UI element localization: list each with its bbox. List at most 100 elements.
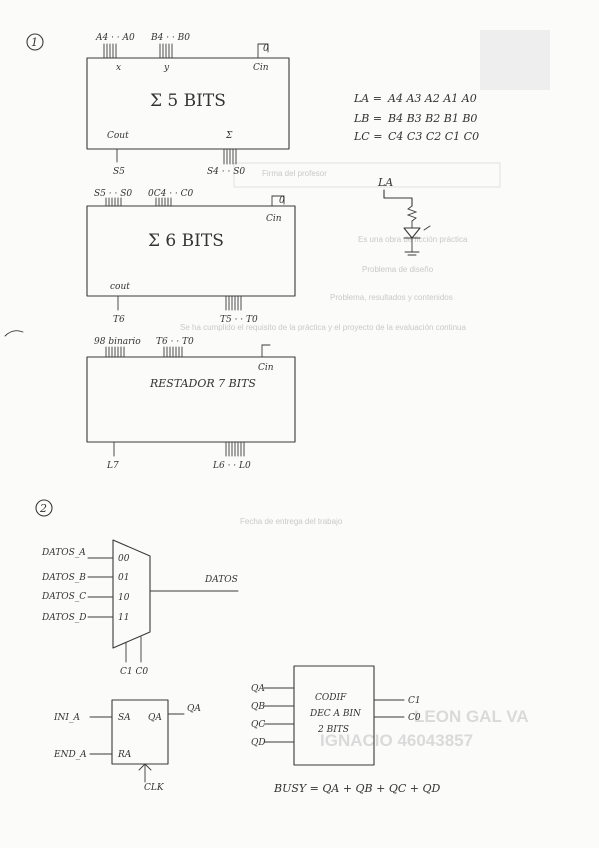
subtractor-in-bin-label: 98 binario [94, 337, 141, 347]
subtractor-cin-wire [261, 344, 271, 358]
section1-number: 1 [26, 33, 44, 51]
adder6-out-t6: T6 [113, 315, 125, 325]
ghost-name2: IGNACIO 46043857 [320, 731, 473, 750]
adder6-box [86, 205, 296, 297]
mux-code-00: 00 [118, 554, 130, 564]
subtractor-in-t-label: T6 · · T0 [156, 337, 194, 347]
encoder-output-c0: C0 [408, 713, 421, 723]
adder6-cin-wire [271, 195, 285, 207]
sr-clk-arrow-icon [138, 763, 152, 771]
mux-code-01: 01 [118, 573, 129, 583]
mux-input-d: DATOS_D [41, 613, 87, 623]
ghost-name1: LEON GAL VA [414, 707, 529, 726]
adder5-out-s5: S5 [113, 167, 125, 177]
def-la-label: LA = [353, 92, 382, 105]
sr-input-s: INI_A [53, 713, 80, 723]
subtractor-cin-label: Cin [258, 363, 274, 373]
ghost-para: Se ha cumplido el requisito de la prácti… [180, 323, 467, 332]
multiplexer: DATOS_A DATOS_B DATOS_C DATOS_D 00 01 10… [41, 539, 239, 677]
encoder-title-3: 2 BITS [317, 725, 349, 735]
subtractor-in-t-bus [163, 346, 183, 358]
bleed-through: Firma del profesor Es una obra de ficció… [180, 30, 550, 750]
mux-input-b: DATOS_B [41, 573, 86, 583]
resistor-icon [406, 205, 418, 222]
def-lb-value: B4 B3 B2 B1 B0 [387, 112, 477, 125]
adder5-cin-const: 0 [263, 44, 269, 54]
ghost-line4: Problema de diseño [362, 265, 434, 274]
mux-body [112, 539, 151, 649]
mux-input-a: DATOS_A [41, 548, 86, 558]
subtractor-7-bits: 98 binario T6 · · T0 Cin RESTADOR 7 BITS… [86, 337, 296, 471]
adder6-cout-label: cout [110, 282, 130, 292]
def-lc-value: C4 C3 C2 C1 C0 [388, 130, 479, 143]
bleed-square [480, 30, 550, 90]
adder5-in-b-label: B4 · · B0 [150, 33, 190, 43]
adder-6-bits: S5 · · S0 0C4 · · C0 0 Cin Σ 6 BITS cout… [86, 189, 296, 325]
encoder-output-c1: C1 [408, 696, 421, 706]
encoder: QA QB QC QD CODIF DEC A BIN 2 BITS C1 C0 [251, 665, 421, 766]
adder5-in-a-label: A4 · · A0 [95, 33, 135, 43]
adder5-sum-bus [223, 148, 237, 165]
number-circle [35, 499, 53, 517]
encoder-input-qb: QB [251, 702, 265, 712]
led-diode-icon [403, 227, 421, 239]
def-lb-label: LB = [353, 112, 382, 125]
ghost-line1: Firma del profesor [262, 169, 327, 178]
encoder-input-qd: QD [251, 738, 266, 748]
adder6-cin-const: 0 [279, 196, 285, 206]
adder6-out-t: T5 · · T0 [220, 315, 258, 325]
sr-pin-s: SA [118, 713, 131, 723]
sr-clk-label: CLK [144, 783, 165, 793]
svg-text:2: 2 [39, 502, 47, 515]
def-la-value: A4 A3 A2 A1 A0 [387, 92, 477, 105]
adder6-sum-bus [225, 295, 242, 311]
adder5-pin-x: x [116, 63, 121, 73]
mux-select-label: C1 C0 [120, 667, 148, 677]
def-lc-label: LC = [353, 130, 382, 143]
adder6-in-s-label: S5 · · S0 [94, 189, 132, 199]
subtractor-in-bin-bus [105, 346, 125, 358]
sr-input-r: END_A [53, 750, 87, 760]
subtractor-out-l: L6 · · L0 [212, 461, 251, 471]
sr-pin-q: QA [148, 713, 162, 723]
mux-code-11: 11 [118, 613, 129, 623]
svg-text:1: 1 [31, 36, 38, 49]
adder5-in-a-bus [103, 43, 117, 59]
led-emission-icon [423, 225, 431, 231]
adder6-in-s-bus [105, 197, 122, 207]
encoder-title-2: DEC A BIN [309, 709, 362, 719]
adder5-sum-label: Σ [225, 131, 233, 141]
adder6-title: Σ 6 BITS [148, 231, 224, 251]
ghost-line2: Fecha de entrega del trabajo [240, 517, 343, 526]
ghost-line5: Problema, resultados y contenidos [330, 293, 453, 302]
section2-number: 2 [35, 499, 53, 517]
sr-box [111, 699, 169, 765]
encoder-title-1: CODIF [315, 693, 347, 703]
adder5-in-b-bus [159, 43, 173, 59]
adder5-cin-wire [257, 43, 269, 59]
subtractor-box [86, 356, 296, 443]
encoder-box [293, 665, 375, 766]
adder5-cout-label: Cout [107, 131, 129, 141]
adder5-out-s: S4 · · S0 [207, 167, 245, 177]
led-indicator: LA [377, 176, 431, 256]
encoder-input-qa: QA [251, 684, 265, 694]
adder5-title: Σ 5 BITS [150, 91, 226, 111]
subtractor-title: RESTADOR 7 BITS [149, 377, 256, 390]
subtractor-out-bus [225, 441, 245, 457]
sr-output-label: QA [187, 704, 201, 714]
adder6-in-c-label: 0C4 · · C0 [148, 189, 194, 199]
ghost-line3: Es una obra de ficción práctica [358, 235, 468, 244]
encoder-input-qc: QC [251, 720, 265, 730]
mux-code-10: 10 [118, 593, 130, 603]
sr-flip-flop: INI_A END_A SA QA RA QA CLK [53, 699, 201, 793]
mux-input-c: DATOS_C [41, 592, 86, 602]
led-wire [383, 189, 413, 207]
sr-pin-r: RA [117, 750, 132, 760]
adder5-box [86, 57, 290, 150]
adder5-pin-y: y [163, 63, 170, 73]
adder-5-bits: A4 · · A0 B4 · · B0 x y 0 Cin Σ 5 BITS C… [86, 33, 290, 177]
adder6-cin-label: Cin [266, 214, 282, 224]
mux-output-label: DATOS [204, 575, 238, 585]
